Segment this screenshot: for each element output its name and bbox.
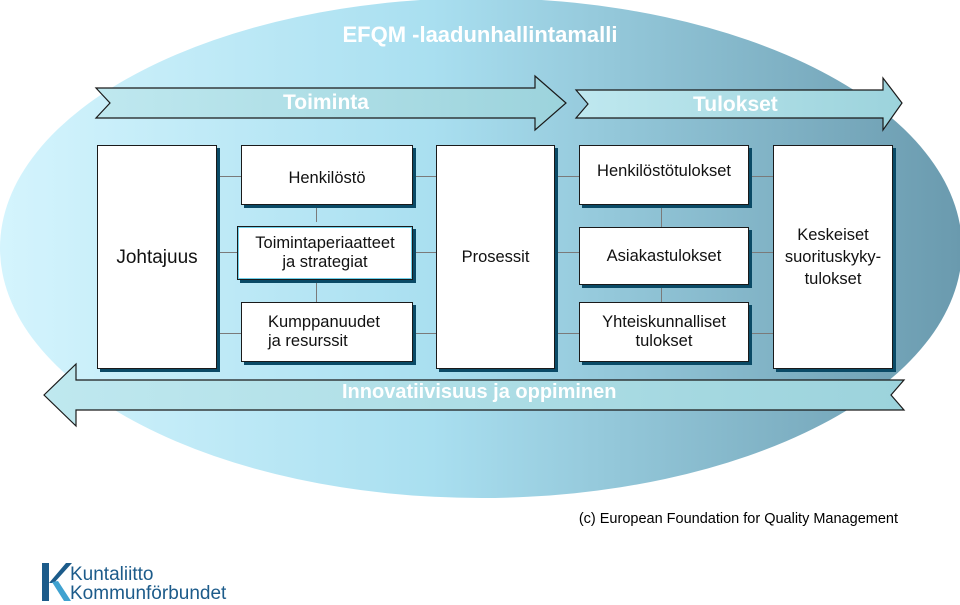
box-keskeiset-line3: tulokset: [804, 270, 862, 288]
connector: [217, 333, 241, 334]
box-keskeiset-line2: suorituskyky-: [784, 248, 882, 266]
logo-line2: Kommunförbundet: [70, 583, 227, 604]
box-prosessit-label: Prosessit: [461, 247, 530, 266]
box-keskeiset: Keskeiset suorituskyky- tulokset: [773, 145, 893, 369]
box-yhteiskunnalliset-line2: tulokset: [635, 332, 693, 350]
box-yhteiskunnalliset-line1: Yhteiskunnalliset: [602, 313, 726, 331]
box-henkilostotulokset: Henkilöstötulokset: [579, 145, 749, 205]
box-kumppanuudet-line2: ja resurssit: [268, 332, 348, 350]
connector: [413, 176, 436, 177]
box-toimintaperiaatteet-line1: Toimintaperiaatteet: [255, 234, 395, 252]
box-prosessit: Prosessit: [436, 145, 555, 369]
box-johtajuus: Johtajuus: [97, 145, 217, 369]
box-asiakastulokset: Asiakastulokset: [579, 227, 749, 285]
connector: [749, 252, 773, 253]
connector: [555, 176, 579, 177]
connector: [316, 205, 317, 222]
box-toimintaperiaatteet-line2: ja strategiat: [282, 253, 368, 271]
tulokset-arrow: [574, 76, 903, 132]
innovatiivisuus-label: Innovatiivisuus ja oppiminen: [342, 381, 617, 403]
tulokset-label: Tulokset: [693, 93, 778, 116]
connector: [217, 252, 241, 253]
box-kumppanuudet: Kumppanuudet ja resurssit: [241, 302, 413, 362]
toiminta-label: Toiminta: [283, 91, 369, 114]
connector: [413, 252, 436, 253]
connector: [661, 205, 662, 227]
box-keskeiset-line1: Keskeiset: [797, 226, 869, 244]
box-henkilosto: Henkilöstö: [241, 145, 413, 205]
connector: [217, 176, 241, 177]
box-henkilosto-label: Henkilöstö: [288, 168, 366, 187]
kuntaliitto-logo-icon: [42, 563, 72, 601]
diagram-title: EFQM -laadunhallintamalli: [342, 22, 618, 47]
box-johtajuus-label: Johtajuus: [116, 246, 198, 268]
logo-line1: Kuntaliitto: [70, 564, 154, 585]
box-yhteiskunnalliset: Yhteiskunnalliset tulokset: [579, 302, 749, 362]
connector: [413, 333, 436, 334]
connector: [316, 280, 317, 302]
copyright-text: (c) European Foundation for Quality Mana…: [578, 511, 898, 527]
toiminta-arrow: [94, 74, 567, 132]
connector: [749, 333, 773, 334]
box-henkilostotulokset-label: Henkilöstötulokset: [597, 162, 731, 180]
box-toimintaperiaatteet: Toimintaperiaatteet ja strategiat: [237, 226, 413, 280]
connector: [555, 252, 579, 253]
box-kumppanuudet-line1: Kumppanuudet: [268, 313, 380, 331]
connector: [555, 333, 579, 334]
connector: [749, 176, 773, 177]
connector: [661, 285, 662, 302]
innovatiivisuus-arrow: [43, 362, 906, 428]
box-asiakastulokset-label: Asiakastulokset: [606, 246, 722, 265]
